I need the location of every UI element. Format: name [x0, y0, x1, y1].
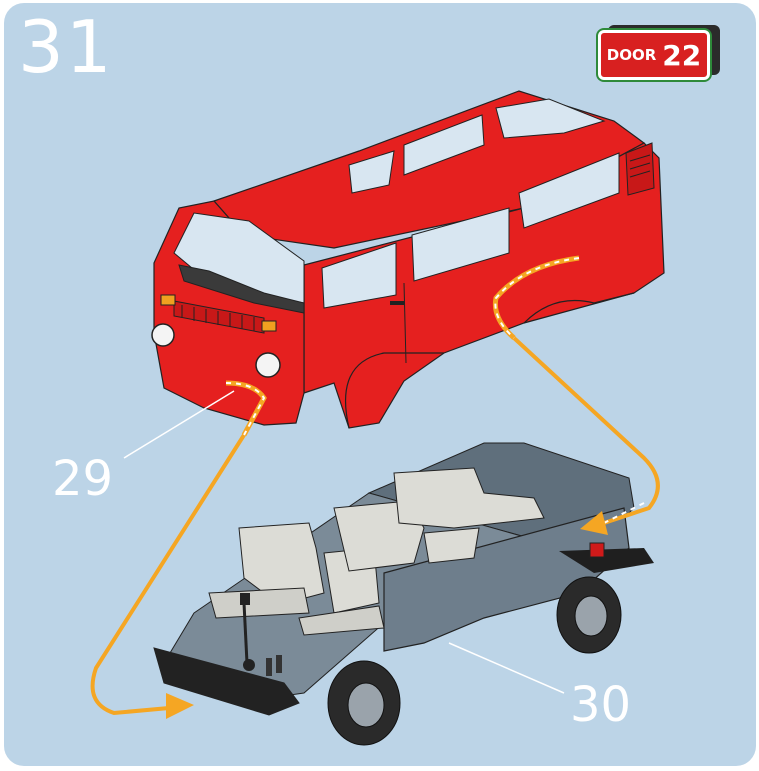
callout-part-30: 30: [570, 677, 631, 733]
instruction-panel: 31 DOOR 22: [4, 3, 756, 766]
callout-part-29: 29: [52, 451, 113, 507]
van-body-illustration: [152, 91, 664, 428]
leader-line-29: [124, 391, 234, 458]
leader-line-30: [449, 643, 564, 693]
assembly-illustration: [4, 3, 756, 766]
